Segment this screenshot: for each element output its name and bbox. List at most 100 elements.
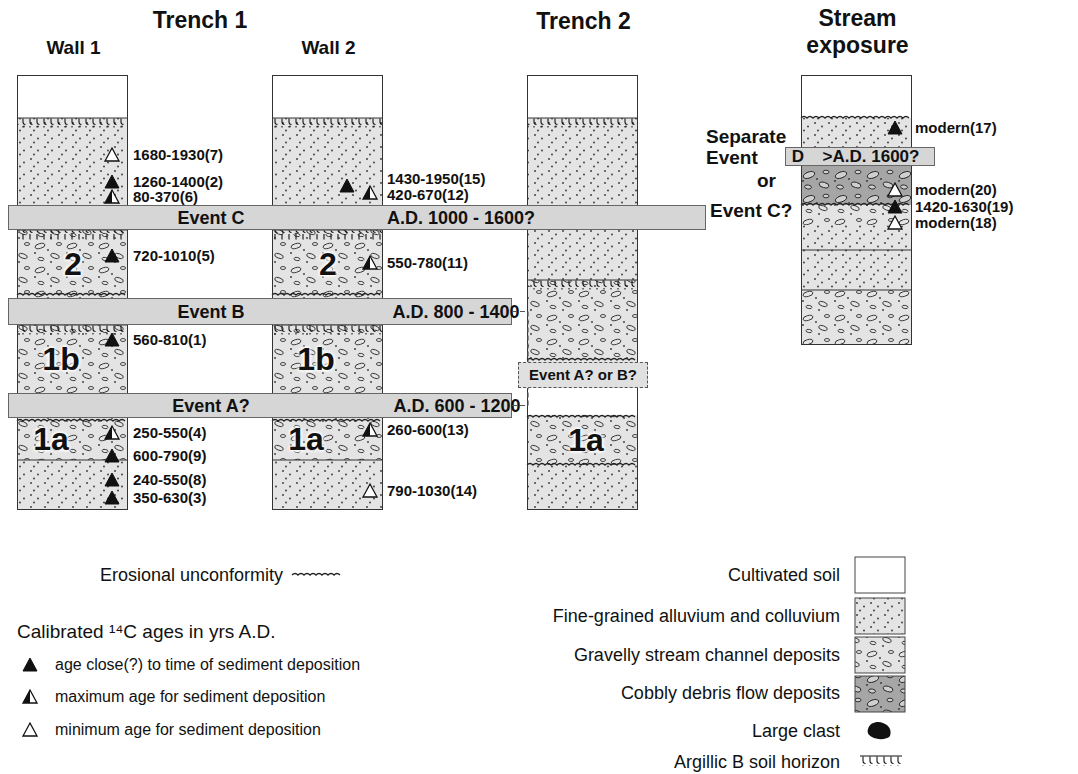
sediment-layer (801, 165, 912, 205)
sediment-layer (17, 75, 128, 118)
stratigraphic-column-art (272, 75, 383, 510)
legend-text: age close(?) to time of sediment deposit… (55, 656, 360, 674)
age-symbol-half (105, 426, 112, 439)
event-band: Event CA.D. 1000 - 1600? (8, 205, 706, 230)
age-label: 1680-1930(7) (133, 146, 223, 163)
argillic-horizon (17, 119, 128, 128)
age-label: 720-1010(5) (133, 247, 215, 264)
age-symbol (105, 190, 119, 203)
sediment-layer (527, 118, 638, 280)
sediment-layer (801, 225, 912, 290)
age-label: 420-670(12) (387, 186, 469, 203)
age-symbol-half (105, 190, 112, 203)
age-symbol (888, 121, 902, 134)
stratigraphic-column: Wall 221b1a (272, 75, 383, 510)
annotation: Event (706, 147, 758, 169)
age-symbol (105, 333, 119, 346)
age-label: 1420-1630(19) (915, 198, 1013, 215)
layer-contact (801, 290, 912, 291)
sediment-layer (801, 75, 912, 118)
legend-swatch (860, 756, 902, 766)
column-heading: Stream exposure (772, 5, 943, 59)
column-heading: Wall 2 (243, 37, 414, 59)
layer-contact (272, 118, 383, 119)
legend-swatch (855, 637, 905, 673)
legend-swatch (23, 690, 37, 703)
event-band-box: Event A? or B? (518, 362, 648, 388)
argillic-horizon (527, 119, 638, 128)
column-heading: Wall 1 (0, 37, 159, 59)
event-label: Event A? or B? (519, 366, 647, 383)
event-label: A.D. 800 - 1400 (392, 301, 519, 322)
age-label: 80-370(6) (133, 188, 198, 205)
legend-swatch (868, 722, 891, 739)
sediment-layer (272, 75, 383, 118)
event-label: Event B (177, 301, 244, 322)
argillic-horizon (272, 326, 383, 335)
legend-text: Large clast (752, 721, 840, 742)
stratigraphic-column-art (17, 75, 128, 510)
legend-text: minimum age for sediment deposition (55, 721, 321, 739)
horizon-line (860, 755, 902, 756)
age-symbol (105, 449, 119, 462)
unit-label: 2 (64, 246, 82, 283)
age-symbol (105, 148, 119, 161)
age-symbols (105, 121, 902, 504)
age-label: 350-630(3) (133, 489, 206, 506)
unit-label: 1a (568, 422, 604, 459)
unit-label: 1b (42, 341, 79, 378)
unit-layer: 1a (273, 418, 382, 460)
material-swatch (855, 557, 905, 593)
age-symbol (105, 491, 119, 504)
dashed-correlation-line (512, 312, 528, 363)
unit-layer: 1a (528, 415, 637, 465)
unit-layer: 2 (18, 230, 127, 298)
layer-contact (272, 460, 383, 461)
age-symbol (105, 175, 119, 188)
material-swatch (855, 676, 905, 712)
stratigraphic-column-art (801, 75, 912, 345)
age-label: 250-550(4) (133, 424, 206, 441)
annotation: or (757, 170, 776, 192)
event-band: D >A.D. 1600? (785, 147, 935, 166)
event-label: >A.D. 1600? (823, 147, 920, 167)
argillic-horizon (272, 119, 383, 128)
age-symbol (23, 690, 37, 703)
age-label: 1260-1400(2) (133, 173, 223, 190)
unit-layer: 1b (18, 325, 127, 393)
age-label: 550-780(11) (387, 254, 468, 271)
legend-swatch (292, 574, 340, 576)
age-symbol (363, 186, 377, 199)
legend-swatch (23, 723, 37, 736)
sediment-layer (272, 230, 383, 460)
sediment-layer (272, 460, 383, 510)
stratigraphic-column: Stream exposure (801, 75, 912, 345)
event-label: A.D. 1000 - 1600? (387, 207, 535, 228)
age-symbol (23, 723, 37, 736)
age-symbol (340, 179, 354, 192)
legend-text: maximum age for sediment deposition (55, 688, 325, 706)
legend-text: Gravelly stream channel deposits (574, 645, 840, 666)
sediment-layer (527, 280, 638, 362)
layer-contact (527, 118, 638, 119)
age-symbol-half (363, 256, 370, 269)
age-symbol (105, 426, 119, 439)
section-title: Trench 1 (153, 7, 248, 33)
erosional-unconformity (527, 464, 635, 466)
age-label: modern(20) (915, 181, 997, 198)
layer-contact (17, 118, 128, 119)
stratigraphic-column-art (527, 75, 638, 510)
age-symbol (888, 216, 902, 229)
unit-label: 2 (319, 246, 337, 283)
unit-label: 1a (33, 421, 69, 458)
event-label: D (792, 147, 804, 167)
dashed-correlation-line (512, 388, 528, 406)
argillic-horizon (17, 326, 128, 335)
unit-label: 1a (288, 421, 324, 458)
event-band: Event A?A.D. 600 - 1200 (8, 393, 512, 418)
layer-contact (527, 280, 638, 281)
material-swatch (855, 637, 905, 673)
age-label: 240-550(8) (133, 471, 206, 488)
stratigraphic-column: Wall 121b1a (17, 75, 128, 510)
